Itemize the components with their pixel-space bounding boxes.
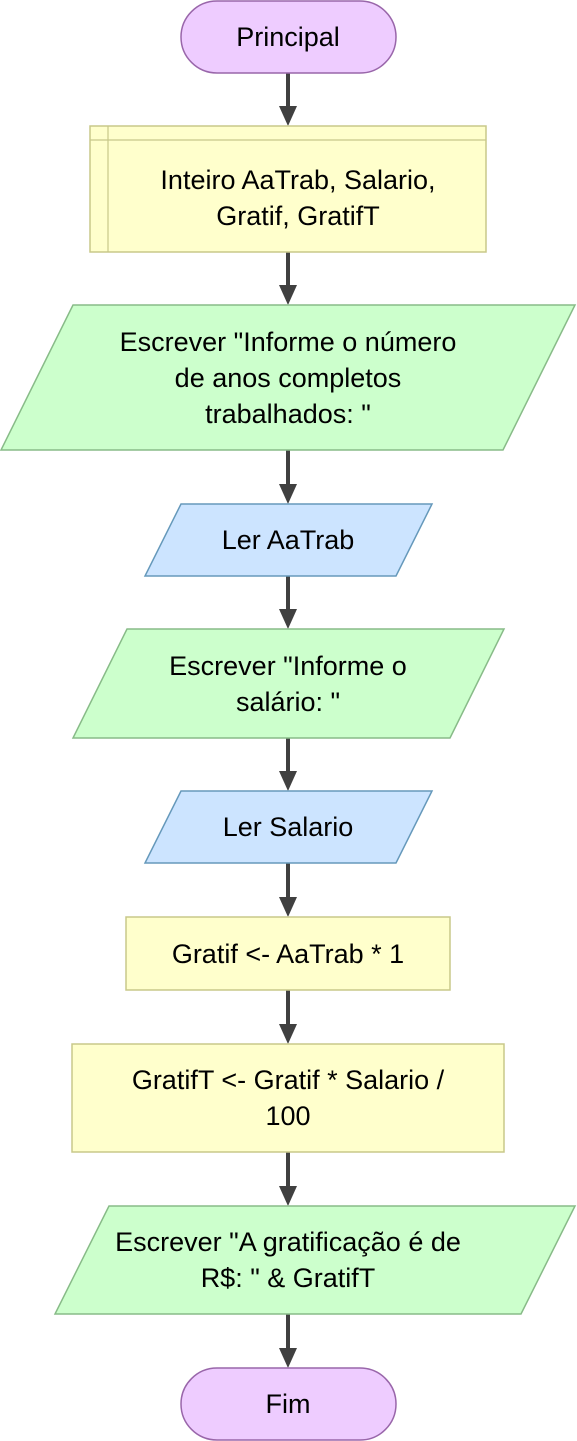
declaration-block: Inteiro AaTrab, Salario, Gratif, GratifT bbox=[89, 125, 487, 253]
label-line: Principal bbox=[236, 22, 340, 52]
arrow-declaration-to-output-1 bbox=[279, 252, 297, 305]
end-label: Fim bbox=[266, 1389, 311, 1419]
label-line: de anos completos bbox=[175, 363, 402, 393]
arrow-output-1-to-input-1 bbox=[279, 450, 297, 504]
label-line: salário: " bbox=[236, 687, 340, 717]
arrow-input-2-to-process-1 bbox=[279, 863, 297, 917]
label-line: Gratif, GratifT bbox=[216, 201, 380, 231]
label-line: Escrever "Informe o número bbox=[120, 327, 457, 357]
label-line: Fim bbox=[266, 1389, 311, 1419]
arrow-process-1-to-process-2 bbox=[279, 990, 297, 1044]
output-2-label: Escrever "Informe o salário: " bbox=[169, 651, 407, 717]
label-line: Inteiro AaTrab, Salario, bbox=[160, 165, 435, 195]
declaration-label: Inteiro AaTrab, Salario, Gratif, GratifT bbox=[160, 165, 435, 231]
input-2-label: Ler Salario bbox=[223, 812, 354, 842]
label-line: Gratif <- AaTrab * 1 bbox=[172, 939, 404, 969]
process-2-label: GratifT <- Gratif * Salario / 100 bbox=[132, 1065, 445, 1131]
process-1-label: Gratif <- AaTrab * 1 bbox=[172, 939, 404, 969]
process-1-box: Gratif <- AaTrab * 1 bbox=[125, 916, 451, 991]
end-terminal: Fim bbox=[180, 1367, 397, 1441]
output-2-parallelogram: Escrever "Informe o salário: " bbox=[71, 628, 506, 739]
output-1-label: Escrever "Informe o número de anos comple… bbox=[120, 327, 457, 429]
start-terminal: Principal bbox=[180, 0, 397, 74]
label-line: Ler Salario bbox=[223, 812, 354, 842]
output-1-parallelogram: Escrever "Informe o número de anos comple… bbox=[0, 304, 577, 451]
arrow-input-1-to-output-2 bbox=[279, 576, 297, 629]
label-line: R$: " & GratifT bbox=[201, 1263, 376, 1293]
label-line: Escrever "A gratificação é de bbox=[115, 1227, 461, 1257]
input-2-parallelogram: Ler Salario bbox=[143, 790, 434, 864]
label-line: Escrever "Informe o bbox=[169, 651, 407, 681]
start-label: Principal bbox=[236, 22, 340, 52]
label-line: GratifT <- Gratif * Salario / bbox=[132, 1065, 445, 1095]
label-line: trabalhados: " bbox=[205, 399, 371, 429]
output-3-label: Escrever "A gratificação é de R$: " & Gra… bbox=[115, 1227, 461, 1293]
connectors bbox=[279, 73, 297, 1368]
label-line: Ler AaTrab bbox=[222, 525, 355, 555]
process-2-box: GratifT <- Gratif * Salario / 100 bbox=[71, 1043, 505, 1153]
arrow-start-to-declaration bbox=[279, 73, 297, 126]
arrow-output-3-to-end bbox=[279, 1314, 297, 1368]
input-1-parallelogram: Ler AaTrab bbox=[143, 503, 434, 577]
arrow-output-2-to-input-2 bbox=[279, 738, 297, 791]
label-line: 100 bbox=[265, 1101, 310, 1131]
input-1-label: Ler AaTrab bbox=[222, 525, 355, 555]
output-3-parallelogram: Escrever "A gratificação é de R$: " & Gra… bbox=[53, 1205, 577, 1315]
arrow-process-2-to-output-3 bbox=[279, 1152, 297, 1206]
